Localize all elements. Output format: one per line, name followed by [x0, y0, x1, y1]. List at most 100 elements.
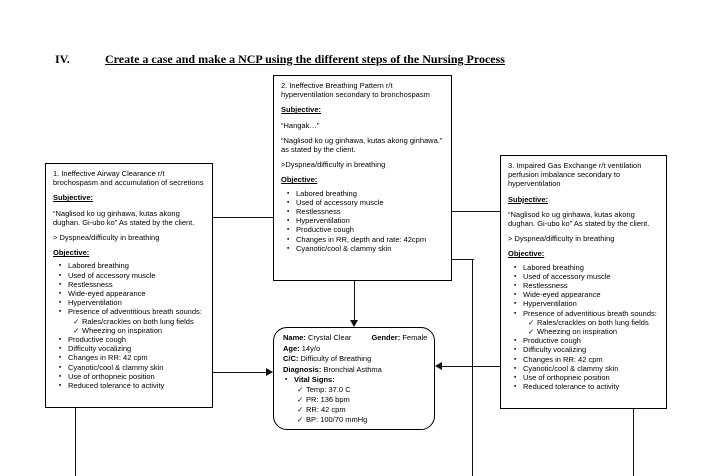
bullet-icon: ▪ [285, 376, 288, 384]
bullet-icon: ▪ [514, 337, 517, 345]
bullet-item: ▪Used of accessory muscle [508, 272, 659, 281]
bullet-icon: ▪ [59, 290, 62, 298]
bullet-item: ▪Use of orthopneic position [53, 372, 205, 381]
list-item-text: Wheezing on inspiration [537, 327, 618, 337]
check-icon: ✓ [297, 415, 304, 425]
bullet-icon: ▪ [514, 291, 517, 299]
patient-vitals-heading-row: ▪ Vital Signs: [283, 375, 425, 385]
dx2-heading: 2. Ineffective Breathing Pattern r/t hyp… [281, 81, 430, 100]
patient-name-gender-row: Name: Crystal Clear Gender: Female [283, 333, 428, 344]
bullet-icon: ▪ [287, 244, 290, 252]
connector-box3-down-line [633, 409, 635, 476]
list-item-text: Wide-eyed appearance [68, 289, 146, 299]
bullet-icon: ▪ [59, 363, 62, 371]
list-item-text: Reduced tolerance to activity [68, 381, 165, 391]
list-item-text: Rales/crackles on both lung fields [82, 316, 194, 326]
check-icon: ✓ [297, 395, 304, 405]
connector-box3-patient-line [441, 366, 500, 368]
list-item-text: Labored breathing [68, 261, 129, 271]
list-item-text: Restlessness [523, 281, 568, 291]
bullet-icon: ▪ [514, 355, 517, 363]
dx2-subjective-heading: Subjective: [281, 105, 322, 115]
bullet-item: ▪Difficulty vocalizing [508, 345, 659, 354]
bullet-icon: ▪ [287, 217, 290, 225]
patient-diagnosis-row: Diagnosis: Bronchial Asthma [283, 365, 425, 376]
list-item-text: Restlessness [296, 207, 341, 217]
bullet-item: ▪ Wide-eyed appearance [508, 290, 659, 299]
patient-age-label: Age: [283, 343, 300, 353]
dx3-objective-heading: Objective: [508, 249, 545, 259]
bullet-item: ▪ Cyanotic/cool & clammy skin [53, 363, 205, 372]
bullet-item: ▪Labored breathing [508, 263, 659, 272]
bullet-item: ▪Difficulty vocalizing [53, 344, 205, 353]
check-icon: ✓ [297, 405, 304, 415]
dx2-quote-1: “Hangak…” [281, 120, 320, 130]
list-item-text: BP: 100/70 mmHg [306, 415, 368, 425]
bullet-item: ▪Cyanotic/cool & clammy skin [281, 244, 444, 253]
bullet-item: ▪ Hyperventilation [508, 299, 659, 308]
bullet-item: ▪Restlessness [281, 207, 444, 216]
patient-gender-value: Female [402, 333, 428, 342]
bullet-item: ▪ Used of accessory muscle [281, 198, 444, 207]
bullet-icon: ▪ [59, 336, 62, 344]
patient-vitals-label: Vital Signs: [294, 375, 335, 385]
bullet-item: ▪Use of orthopneic position [508, 373, 659, 382]
bullet-item: ▪ Wide-eyed appearance [53, 289, 205, 298]
bullet-icon: ▪ [287, 198, 290, 206]
connector-box1-box2-line [213, 217, 273, 219]
bullet-icon: ▪ [287, 235, 290, 243]
bullet-item: ▪ Productive cough [508, 336, 659, 345]
title-numeral: IV. [55, 52, 70, 66]
list-item-text: Temp: 37.0 C [306, 385, 351, 395]
list-item-text: Hyperventilation [68, 298, 122, 308]
bullet-item: ▪Changes in RR: 42 cpm [508, 355, 659, 364]
dx2-quote-2: “Naglisod ko ug ginhawa, kutas akong gin… [281, 135, 443, 155]
dx1-quote: “Naglisod ko ug ginhawa, kutas akong dug… [53, 208, 195, 227]
dx2-findings-list: ▪Labored breathing▪Used of accessory mus… [281, 189, 444, 253]
patient-diagnosis-value: Bronchial Asthma [323, 364, 382, 374]
list-item-text: Used of accessory muscle [523, 271, 611, 281]
bullet-icon: ▪ [514, 282, 517, 290]
patient-age-row: Age: 14y/o [283, 344, 425, 355]
list-item-text: Labored breathing [296, 188, 357, 198]
bullet-item: ▪Presence of adventitious breath sounds: [53, 307, 205, 316]
check-icon: ✓ [528, 327, 535, 337]
dx1-findings-list: ▪ Labored breathing ▪ Used of accessory mus… [53, 261, 205, 390]
bullet-icon: ▪ [514, 383, 517, 391]
list-item-text: Hyperventilation [296, 216, 350, 226]
diagnosis-box-gas-exchange: 3. Impaired Gas Exchange r/t ventilation… [500, 155, 667, 409]
bullet-icon: ▪ [514, 364, 517, 372]
arrowhead-into-patient-top-icon [350, 320, 358, 327]
bullet-item: ▪Changes in RR: 42 cpm [53, 353, 205, 362]
bullet-item: ▪Labored breathing [281, 189, 444, 198]
bullet-item: ▪ Reduced tolerance to activity [53, 381, 205, 390]
list-item-text: Productive cough [523, 336, 581, 346]
list-item-text: Cyanotic/cool & clammy skin [68, 362, 164, 372]
diagnosis-box-airway-clearance: 1. Ineffective Airway Clearance r/t broc… [45, 163, 213, 408]
check-item: ✓Rales/crackles on both lung fields [53, 317, 205, 326]
check-item: ✓Wheezing on inspiration [508, 327, 659, 336]
bullet-item: ▪Productive cough [281, 225, 444, 234]
bullet-icon: ▪ [514, 300, 517, 308]
list-item-text: Difficulty vocalizing [523, 345, 587, 355]
list-item-text: Used of accessory muscle [68, 270, 156, 280]
bullet-icon: ▪ [59, 271, 62, 279]
bullet-icon: ▪ [287, 226, 290, 234]
list-item-text: Restlessness [68, 279, 113, 289]
check-item: ✓Wheezing on inspiration [53, 326, 205, 335]
connector-box1-patient-line [213, 372, 267, 374]
arrowhead-into-patient-right-icon [435, 362, 442, 370]
patient-diagnosis-label: Diagnosis: [283, 364, 322, 374]
connector-box1-down-line [75, 408, 77, 476]
dx1-subjective-heading: Subjective: [53, 193, 94, 203]
bullet-icon: ▪ [59, 372, 62, 380]
patient-age-value: 14y/o [301, 343, 321, 353]
list-item-text: Used of accessory muscle [296, 197, 384, 207]
bullet-icon: ▪ [59, 382, 62, 390]
list-item-text: Wide-eyed appearance [523, 290, 601, 300]
bullet-item: ▪ Hyperventilation [281, 216, 444, 225]
list-item-text: Hyperventilation [523, 299, 577, 309]
list-item-text: Reduced tolerance to activity [523, 382, 620, 392]
bullet-item: ▪ Restlessness [508, 281, 659, 290]
list-item-text: Presence of adventitious breath sounds: [68, 307, 202, 317]
